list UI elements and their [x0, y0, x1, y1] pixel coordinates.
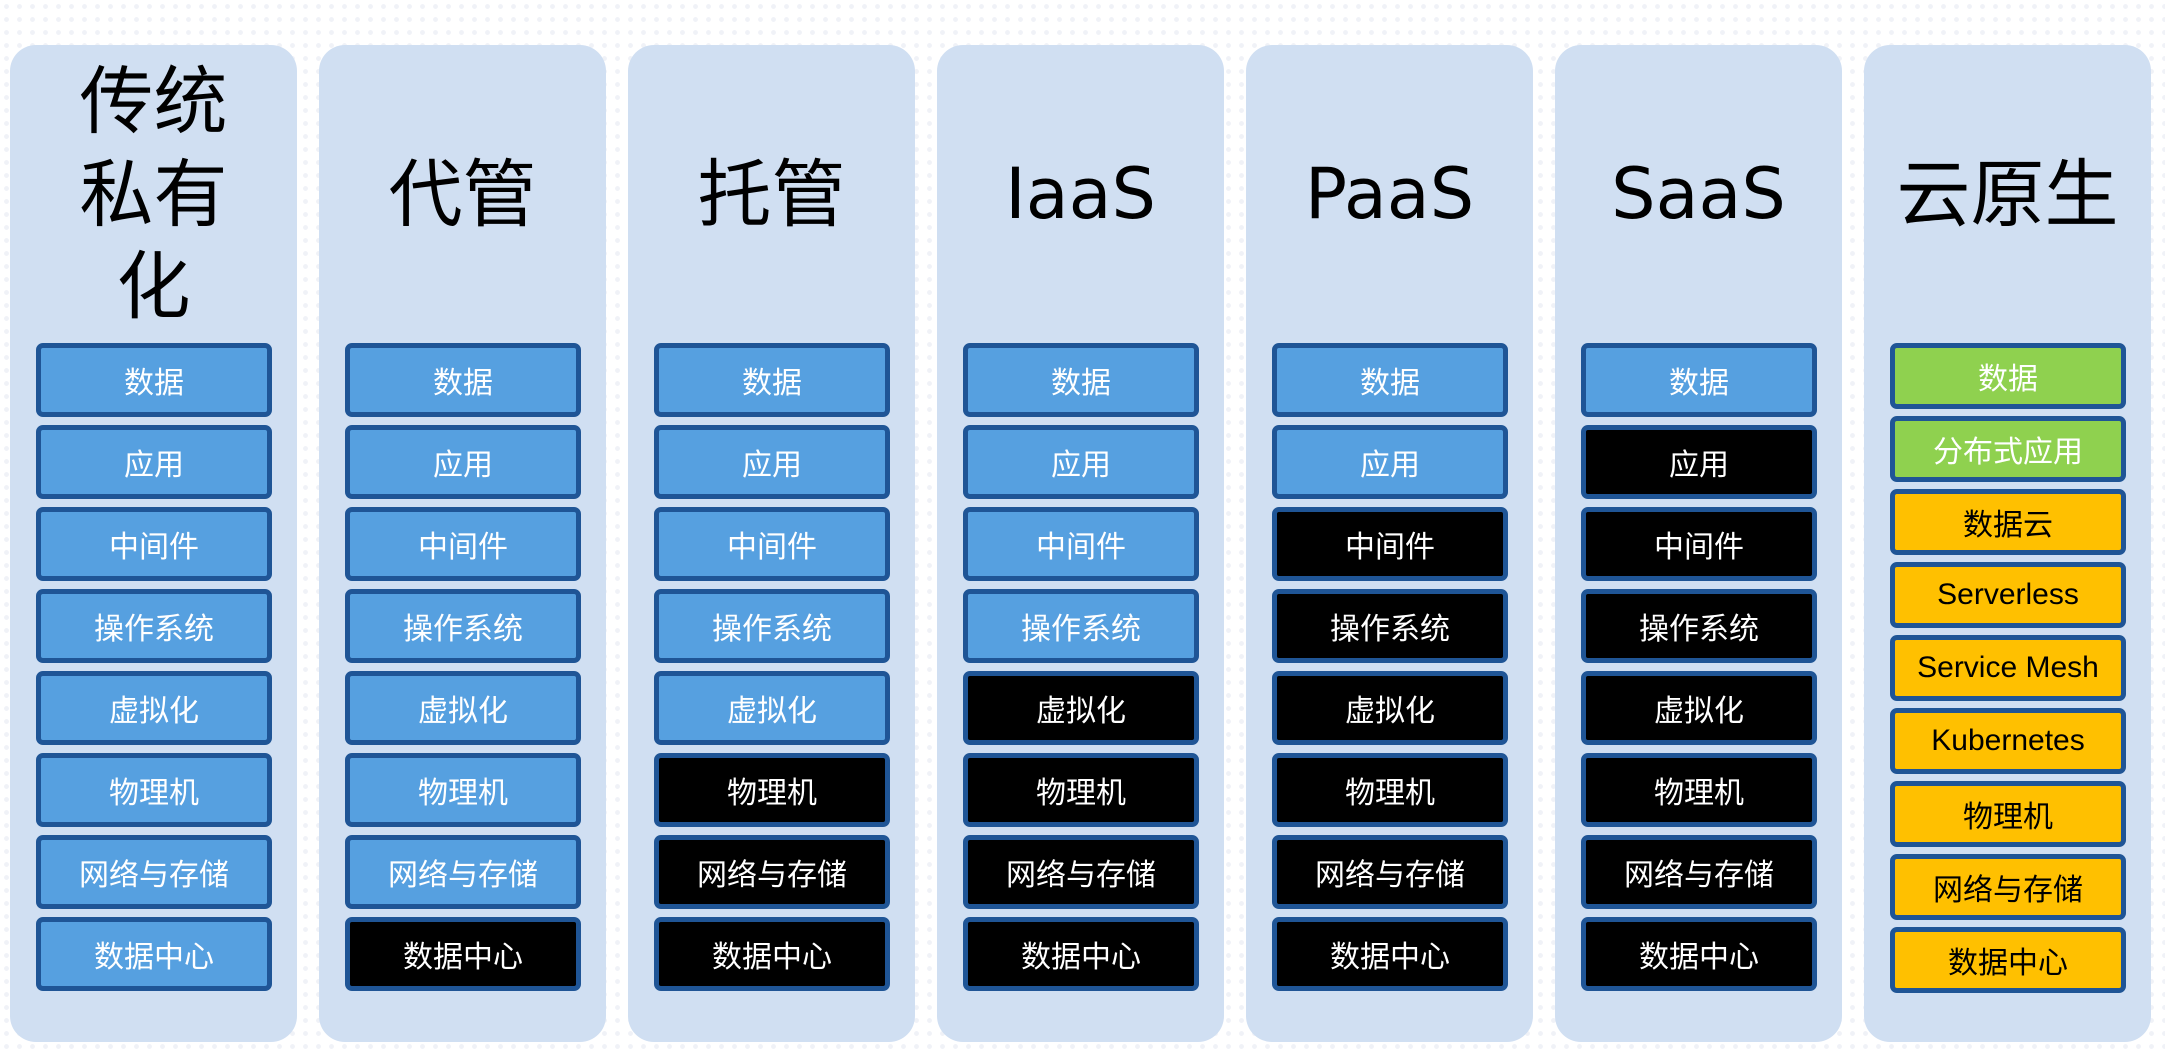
layer-datacenter: 数据中心	[345, 917, 581, 991]
layer-data: 数据	[345, 343, 581, 417]
layer-application: 应用	[345, 425, 581, 499]
layer-middleware: 中间件	[654, 507, 890, 581]
layer-operating-system: 操作系统	[654, 589, 890, 663]
layer-network-storage: 网络与存储	[1272, 835, 1508, 909]
column-managed: 代管 数据 应用 中间件 操作系统 虚拟化 物理机 网络与存储 数据中心	[319, 45, 606, 1042]
layer-stack: 数据 应用 中间件 操作系统 虚拟化 物理机 网络与存储 数据中心	[1555, 45, 1842, 1042]
layer-datacenter: 数据中心	[654, 917, 890, 991]
layer-stack: 数据 应用 中间件 操作系统 虚拟化 物理机 网络与存储 数据中心	[937, 45, 1224, 1042]
layer-application: 应用	[654, 425, 890, 499]
layer-kubernetes: Kubernetes	[1890, 708, 2126, 774]
layer-network-storage: 网络与存储	[1890, 854, 2126, 920]
column-title: SaaS	[1611, 153, 1786, 236]
layer-physical-machine: 物理机	[963, 753, 1199, 827]
column-hosted: 托管 数据 应用 中间件 操作系统 虚拟化 物理机 网络与存储 数据中心	[628, 45, 915, 1042]
layer-middleware: 中间件	[963, 507, 1199, 581]
column-iaas: IaaS 数据 应用 中间件 操作系统 虚拟化 物理机 网络与存储 数据中心	[937, 45, 1224, 1042]
layer-stack: 数据 应用 中间件 操作系统 虚拟化 物理机 网络与存储 数据中心	[10, 45, 297, 1042]
layer-virtualization: 虚拟化	[1272, 671, 1508, 745]
column-traditional-private: 传统私有化 数据 应用 中间件 操作系统 虚拟化 物理机 网络与存储 数据中心	[10, 45, 297, 1042]
layer-virtualization: 虚拟化	[654, 671, 890, 745]
layer-application: 应用	[963, 425, 1199, 499]
column-title: PaaS	[1304, 153, 1475, 236]
layer-data: 数据	[36, 343, 272, 417]
layer-datacenter: 数据中心	[963, 917, 1199, 991]
layer-network-storage: 网络与存储	[654, 835, 890, 909]
layer-virtualization: 虚拟化	[345, 671, 581, 745]
layer-datacenter: 数据中心	[36, 917, 272, 991]
layer-network-storage: 网络与存储	[345, 835, 581, 909]
layer-data: 数据	[1272, 343, 1508, 417]
layer-datacenter: 数据中心	[1581, 917, 1817, 991]
column-title: 传统私有化	[79, 59, 228, 331]
layer-physical-machine: 物理机	[1581, 753, 1817, 827]
layer-network-storage: 网络与存储	[963, 835, 1199, 909]
layer-application: 应用	[36, 425, 272, 499]
layer-data: 数据	[1890, 343, 2126, 409]
layer-operating-system: 操作系统	[345, 589, 581, 663]
column-title: IaaS	[1005, 153, 1156, 236]
column-cloud-native: 云原生 数据 分布式应用 数据云 Serverless Service Mesh…	[1864, 45, 2151, 1042]
layer-data-cloud: 数据云	[1890, 489, 2126, 555]
column-title: 云原生	[1896, 151, 2119, 238]
column-paas: PaaS 数据 应用 中间件 操作系统 虚拟化 物理机 网络与存储 数据中心	[1246, 45, 1533, 1042]
layer-operating-system: 操作系统	[36, 589, 272, 663]
column-saas: SaaS 数据 应用 中间件 操作系统 虚拟化 物理机 网络与存储 数据中心	[1555, 45, 1842, 1042]
layer-virtualization: 虚拟化	[963, 671, 1199, 745]
layer-application: 应用	[1581, 425, 1817, 499]
layer-data: 数据	[963, 343, 1199, 417]
layer-middleware: 中间件	[36, 507, 272, 581]
layer-service-mesh: Service Mesh	[1890, 635, 2126, 701]
layer-application: 应用	[1272, 425, 1508, 499]
layer-stack: 数据 应用 中间件 操作系统 虚拟化 物理机 网络与存储 数据中心	[628, 45, 915, 1042]
layer-data: 数据	[654, 343, 890, 417]
layer-distributed-application: 分布式应用	[1890, 416, 2126, 482]
layer-physical-machine: 物理机	[1272, 753, 1508, 827]
layer-datacenter: 数据中心	[1890, 927, 2126, 993]
layer-physical-machine: 物理机	[345, 753, 581, 827]
layer-virtualization: 虚拟化	[1581, 671, 1817, 745]
layer-physical-machine: 物理机	[654, 753, 890, 827]
layer-stack: 数据 分布式应用 数据云 Serverless Service Mesh Kub…	[1864, 45, 2151, 1042]
column-title: 代管	[388, 151, 537, 238]
layer-data: 数据	[1581, 343, 1817, 417]
layer-virtualization: 虚拟化	[36, 671, 272, 745]
layer-operating-system: 操作系统	[963, 589, 1199, 663]
layer-network-storage: 网络与存储	[36, 835, 272, 909]
column-title: 托管	[697, 151, 846, 238]
layer-physical-machine: 物理机	[36, 753, 272, 827]
layer-middleware: 中间件	[345, 507, 581, 581]
layer-stack: 数据 应用 中间件 操作系统 虚拟化 物理机 网络与存储 数据中心	[1246, 45, 1533, 1042]
layer-operating-system: 操作系统	[1272, 589, 1508, 663]
layer-middleware: 中间件	[1581, 507, 1817, 581]
layer-serverless: Serverless	[1890, 562, 2126, 628]
layer-operating-system: 操作系统	[1581, 589, 1817, 663]
layer-network-storage: 网络与存储	[1581, 835, 1817, 909]
layer-physical-machine: 物理机	[1890, 781, 2126, 847]
layer-datacenter: 数据中心	[1272, 917, 1508, 991]
layer-middleware: 中间件	[1272, 507, 1508, 581]
layer-stack: 数据 应用 中间件 操作系统 虚拟化 物理机 网络与存储 数据中心	[319, 45, 606, 1042]
